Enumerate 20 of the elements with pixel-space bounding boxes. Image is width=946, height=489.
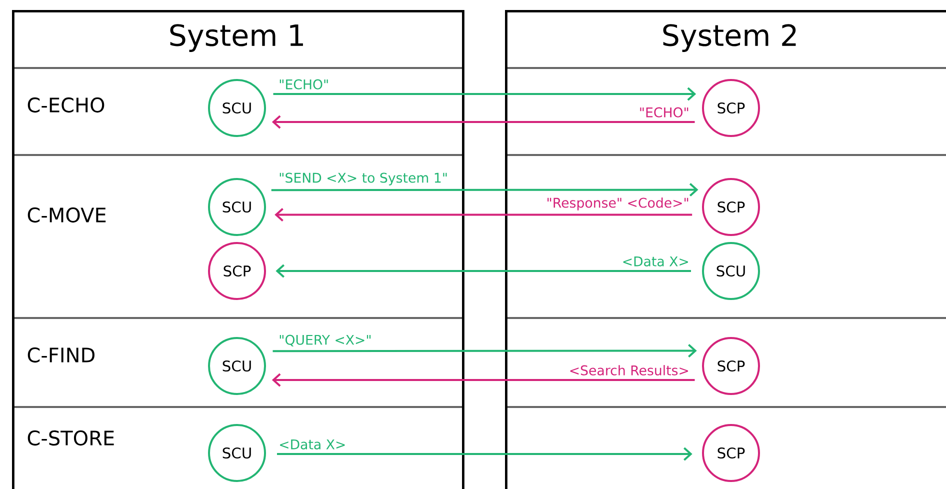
- arrow: [273, 87, 696, 101]
- edge-label: "ECHO": [277, 78, 330, 91]
- edge-label: "QUERY <X>": [277, 333, 374, 348]
- edge-label: <Data X>: [277, 438, 348, 451]
- row-label: C-STORE: [28, 430, 114, 446]
- edge-label: "Response" <Code>": [544, 196, 691, 212]
- arrow: [277, 447, 692, 461]
- edge-label: "SEND <X> to System 1": [277, 171, 450, 187]
- row-label: C-FIND: [28, 347, 94, 363]
- arrow: [272, 373, 695, 387]
- arrow: [274, 208, 692, 222]
- arrow: [272, 115, 695, 129]
- arrow: [272, 344, 697, 358]
- arrow: [271, 183, 698, 197]
- arrow: [276, 264, 691, 278]
- edge-label: "ECHO": [638, 106, 691, 119]
- row-label: C-MOVE: [28, 207, 106, 223]
- edge-label: <Data X>: [620, 255, 691, 268]
- row-label: C-ECHO: [28, 97, 104, 113]
- edge-label: <Search Results>: [568, 364, 691, 377]
